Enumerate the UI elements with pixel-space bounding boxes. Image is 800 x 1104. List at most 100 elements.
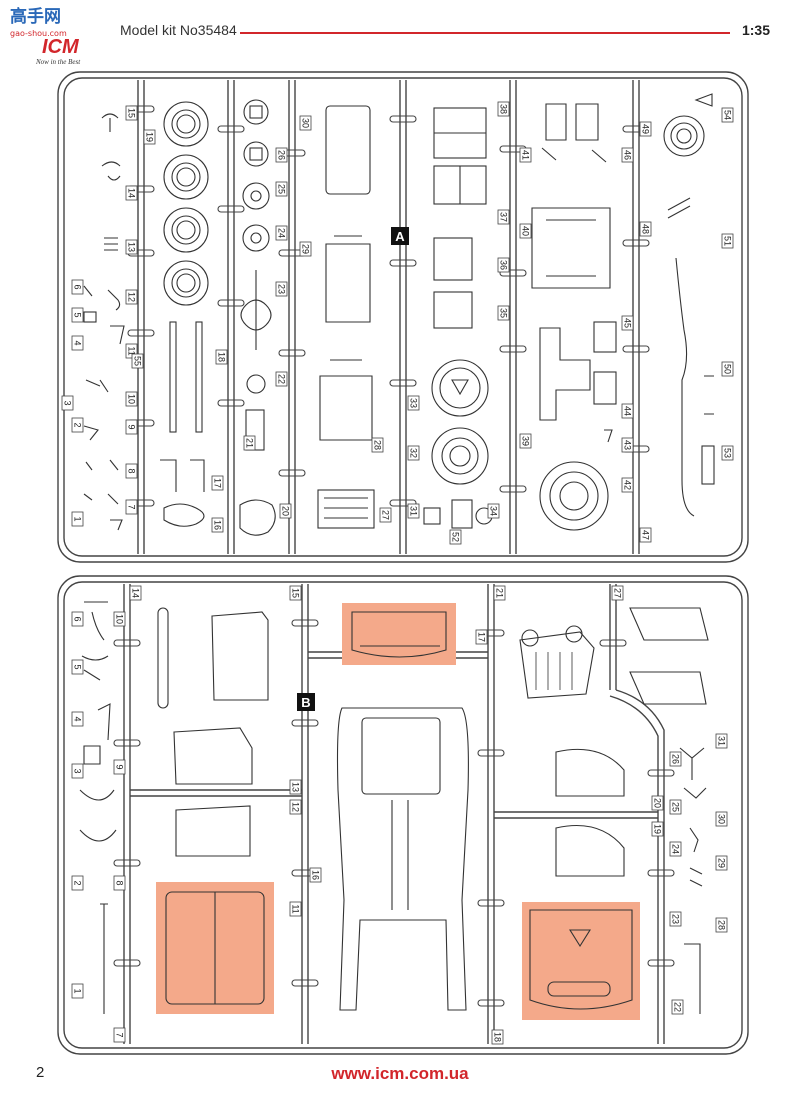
part-number-label: 9 bbox=[127, 424, 137, 429]
part-number-label: 13 bbox=[127, 242, 137, 252]
svg-text:高手网: 高手网 bbox=[10, 6, 61, 27]
part-number-tab bbox=[299, 241, 312, 257]
part-number-tab bbox=[669, 911, 682, 927]
part-number-label: 1 bbox=[73, 516, 83, 521]
part-number-label: 12 bbox=[127, 292, 137, 302]
part-number-tab bbox=[125, 105, 138, 121]
part-number-label: 25 bbox=[671, 802, 681, 812]
part-number-tab bbox=[211, 517, 224, 533]
part-number-label: 23 bbox=[277, 284, 287, 294]
part-number-label: 28 bbox=[717, 920, 727, 930]
part-number-tab bbox=[71, 611, 84, 627]
part-number-tab bbox=[669, 841, 682, 857]
part-number-label: 15 bbox=[291, 588, 301, 598]
part-number-tab bbox=[407, 395, 420, 411]
svg-text:gao-shou.com: gao-shou.com bbox=[10, 29, 67, 38]
part-number-tab bbox=[113, 611, 126, 627]
part-number-label: 5 bbox=[73, 664, 83, 669]
header-divider bbox=[240, 32, 730, 34]
part-number-tab bbox=[611, 585, 624, 601]
part-number-label: 16 bbox=[311, 870, 321, 880]
part-number-label: 2 bbox=[73, 880, 83, 885]
part-number-label: 33 bbox=[409, 398, 419, 408]
part-number-label: 40 bbox=[521, 226, 531, 236]
part-number-label: 48 bbox=[641, 224, 651, 234]
part-number-label: 10 bbox=[115, 614, 125, 624]
part-number-label: 7 bbox=[115, 1032, 125, 1037]
page-number: 2 bbox=[36, 1064, 45, 1081]
part-number-label: 34 bbox=[489, 506, 499, 516]
part-number-label: 20 bbox=[653, 798, 663, 808]
part-number-label: 32 bbox=[409, 448, 419, 458]
part-number-label: 4 bbox=[73, 716, 83, 721]
part-number-tab bbox=[721, 361, 734, 377]
svg-text:A: A bbox=[395, 229, 405, 244]
part-number-label: 21 bbox=[495, 588, 505, 598]
svg-text:Now in the Best: Now in the Best bbox=[35, 58, 81, 66]
part-number-tab bbox=[131, 353, 144, 369]
part-number-label: 31 bbox=[717, 736, 727, 746]
part-number-tab bbox=[71, 659, 84, 675]
part-number-tab bbox=[113, 1027, 126, 1043]
part-number-tab bbox=[407, 445, 420, 461]
part-number-tab bbox=[669, 799, 682, 815]
part-number-tab bbox=[125, 185, 138, 201]
part-number-tab bbox=[491, 1029, 504, 1045]
part-number-label: 42 bbox=[623, 480, 633, 490]
part-number-tab bbox=[621, 477, 634, 493]
part-number-label: 1 bbox=[73, 988, 83, 993]
part-number-label: 35 bbox=[499, 308, 509, 318]
part-number-tab bbox=[639, 121, 652, 137]
part-number-tab bbox=[669, 751, 682, 767]
part-number-label: 14 bbox=[131, 588, 141, 598]
part-number-tab bbox=[143, 129, 156, 145]
part-number-tab bbox=[125, 391, 138, 407]
part-number-tab bbox=[639, 221, 652, 237]
part-number-label: 41 bbox=[521, 150, 531, 160]
part-number-tab bbox=[113, 759, 126, 775]
part-number-label: 17 bbox=[213, 478, 223, 488]
part-number-tab bbox=[621, 437, 634, 453]
part-number-tab bbox=[639, 527, 652, 543]
part-number-tab bbox=[309, 867, 322, 883]
part-number-label: 27 bbox=[613, 588, 623, 598]
part-number-tab bbox=[715, 733, 728, 749]
part-number-label: 29 bbox=[717, 858, 727, 868]
part-number-tab bbox=[289, 901, 302, 917]
part-number-label: 37 bbox=[499, 212, 509, 222]
sprue-a-part-numbers: 1234567891011121314151617181920212223242… bbox=[61, 101, 734, 545]
part-number-label: 22 bbox=[277, 374, 287, 384]
part-number-tab bbox=[71, 763, 84, 779]
part-number-label: 44 bbox=[623, 406, 633, 416]
part-number-label: 17 bbox=[477, 632, 487, 642]
part-number-tab bbox=[715, 811, 728, 827]
part-number-tab bbox=[275, 147, 288, 163]
part-number-tab bbox=[449, 529, 462, 545]
part-number-tab bbox=[497, 257, 510, 273]
part-number-label: 13 bbox=[291, 782, 301, 792]
part-number-tab bbox=[651, 821, 664, 837]
part-number-tab bbox=[379, 507, 392, 523]
part-number-tab bbox=[211, 475, 224, 491]
part-number-tab bbox=[71, 511, 84, 527]
part-number-tab bbox=[671, 999, 684, 1015]
part-number-tab bbox=[519, 433, 532, 449]
sprue-a-parts bbox=[83, 93, 715, 536]
model-kit-title: Model kit No35484 bbox=[120, 22, 237, 38]
sprue-b-parts bbox=[79, 601, 709, 1014]
part-number-tab bbox=[407, 503, 420, 519]
part-number-tab bbox=[71, 307, 84, 323]
part-number-label: 14 bbox=[127, 188, 137, 198]
part-number-label: 55 bbox=[133, 356, 143, 366]
part-number-label: 16 bbox=[213, 520, 223, 530]
part-number-tab bbox=[721, 107, 734, 123]
part-number-label: 45 bbox=[623, 318, 633, 328]
part-number-tab bbox=[715, 855, 728, 871]
part-number-tab bbox=[129, 585, 142, 601]
part-number-label: 26 bbox=[671, 754, 681, 764]
part-number-label: 12 bbox=[291, 802, 301, 812]
part-number-tab bbox=[621, 147, 634, 163]
part-number-tab bbox=[289, 585, 302, 601]
svg-text:B: B bbox=[301, 695, 310, 710]
